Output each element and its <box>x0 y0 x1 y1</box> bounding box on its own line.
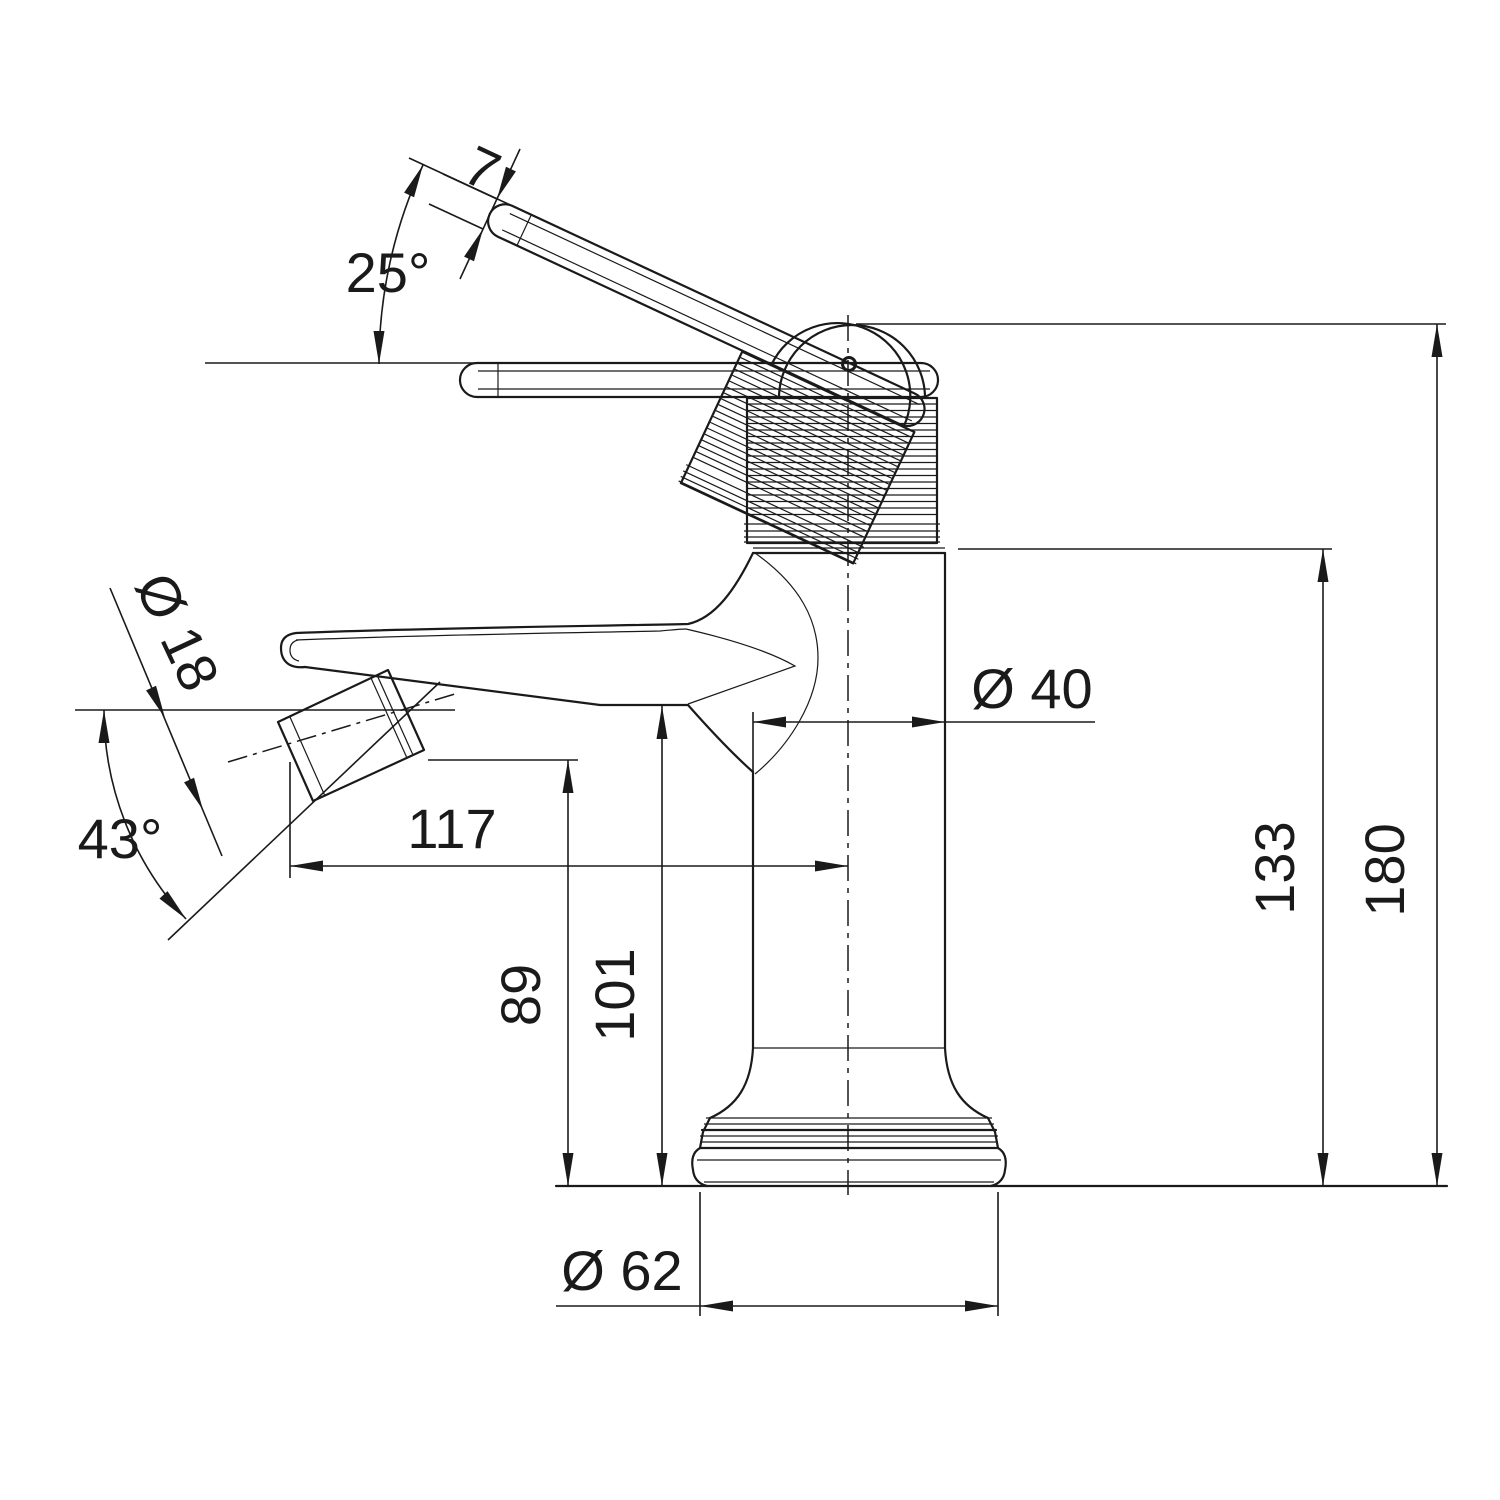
aerator-axis-centerline <box>227 693 456 763</box>
handle-open-group <box>486 203 926 565</box>
dimension-annotations: 25° 7 Ø 18 43° 117 89 101 Ø 40 133 180 Ø… <box>75 133 1449 1316</box>
dim-label-aerator-diameter: Ø 18 <box>123 563 231 700</box>
dim-label-total-height: 180 <box>1353 823 1416 916</box>
dim-label-body-diameter: Ø 40 <box>971 657 1092 720</box>
handle-closed-group <box>458 323 940 545</box>
dim-label-spout-underside-height: 101 <box>583 948 646 1041</box>
ribbed-cap-texture <box>678 357 912 565</box>
dimension-arrowheads <box>98 165 1443 1312</box>
dim-label-aerator-angle: 43° <box>78 807 163 870</box>
lever-pivot-point <box>841 356 857 372</box>
dim-label-lever-thickness: 7 <box>455 133 510 203</box>
ribbed-cap-texture <box>744 403 940 543</box>
faucet-body-outline <box>227 547 1007 1188</box>
dim-label-handle-open-angle: 25° <box>346 241 431 304</box>
dim-label-base-diameter: Ø 62 <box>561 1239 682 1302</box>
dim-label-spout-reach: 117 <box>407 797 496 860</box>
dim-label-outlet-height: 89 <box>489 964 552 1026</box>
dim-label-body-height: 133 <box>1243 821 1306 914</box>
aerator-nozzle <box>227 668 456 803</box>
